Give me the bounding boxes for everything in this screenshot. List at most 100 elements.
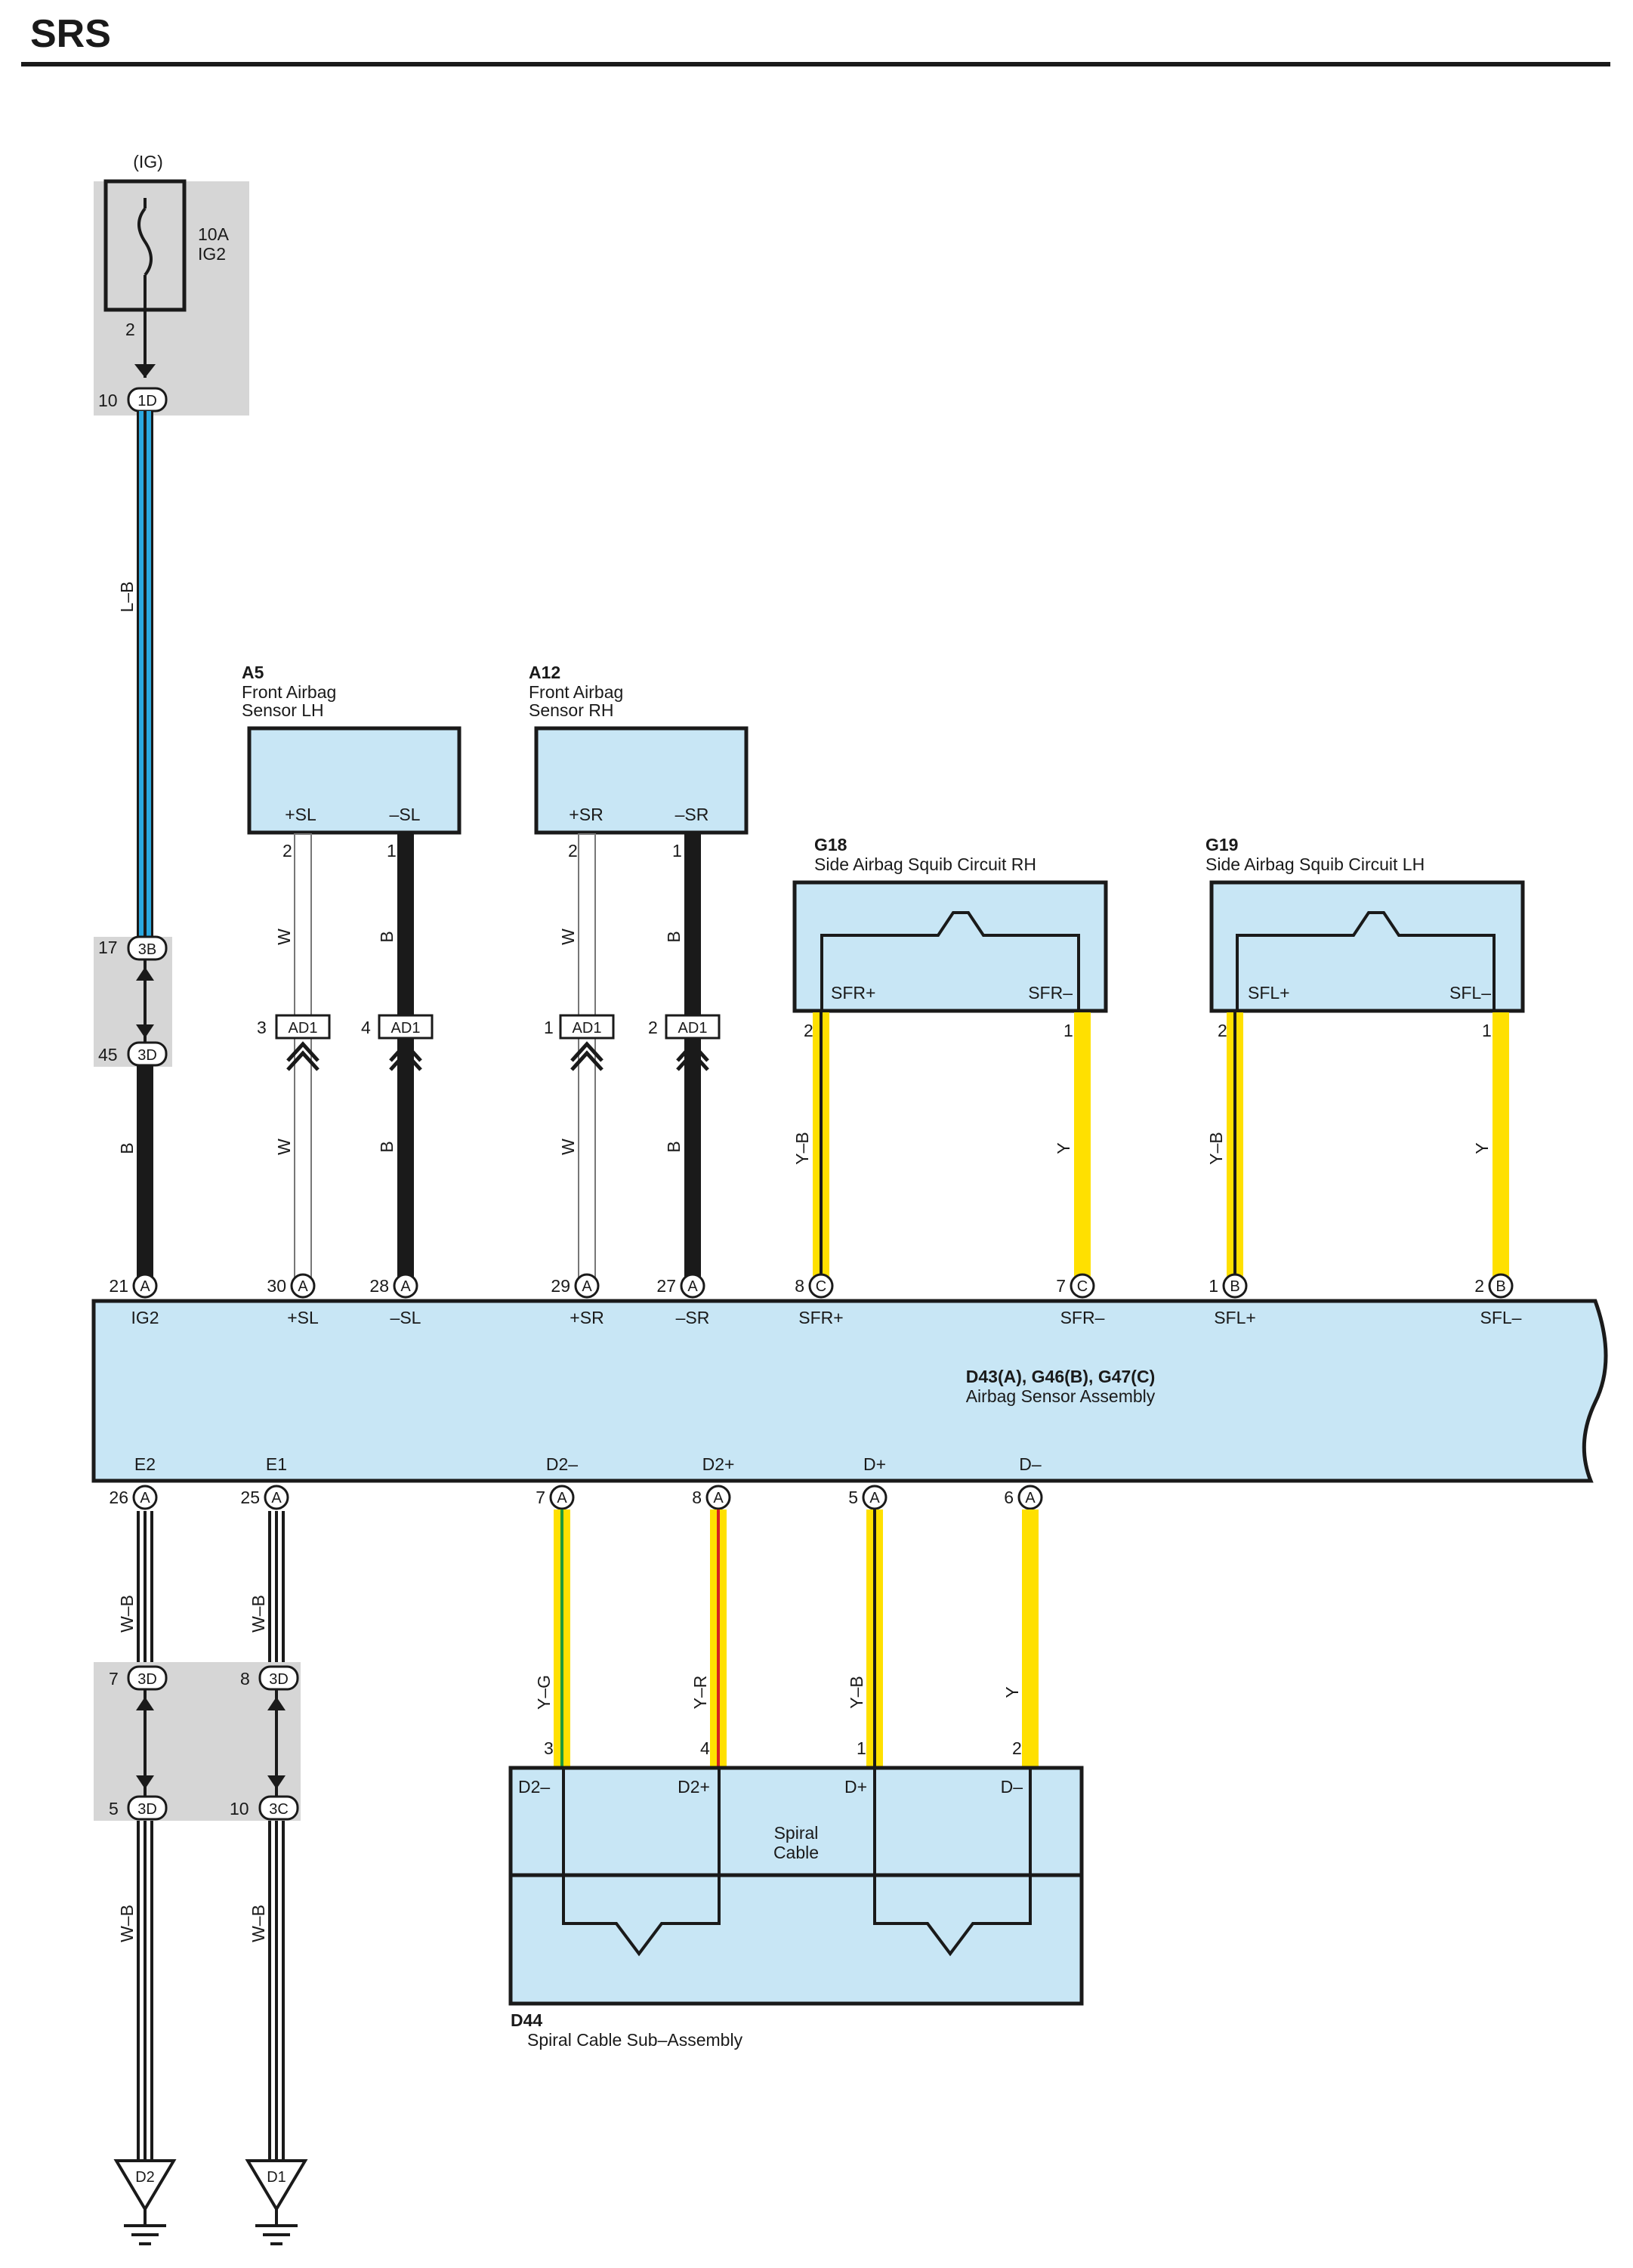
pin-number: 1	[387, 841, 397, 861]
junction-label: 3B	[138, 941, 156, 958]
sensor-rh-name-1: Front Airbag	[529, 682, 623, 702]
fuse-conn-pin: 10	[98, 391, 118, 410]
ecu-terminal-conn: A	[271, 1490, 282, 1506]
ecu-terminal-number: 7	[1056, 1276, 1066, 1296]
squib-rh-plus-pin: SFR+	[831, 983, 875, 1003]
ecu-terminal-conn: A	[869, 1490, 880, 1506]
spiral-name: Spiral Cable Sub–Assembly	[527, 2030, 743, 2050]
ecu-terminal-circle	[264, 1485, 289, 1510]
ground-symbol-icon	[113, 2159, 177, 2245]
spiral-wire-stripe	[560, 1509, 563, 1768]
ecu-terminal-label: E2	[134, 1454, 156, 1474]
fuse-source-label: (IG)	[133, 152, 163, 171]
junction-label: 3D	[137, 1047, 157, 1064]
sensor-rh-box	[534, 726, 749, 835]
spiral-code: D44	[511, 2010, 542, 2030]
squib-rh-name: Side Airbag Squib Circuit RH	[814, 854, 1036, 874]
ecu-terminal-conn: B	[1496, 1278, 1505, 1295]
sensor-lh-code: A5	[242, 663, 264, 682]
ecu-terminal-label: SFR+	[798, 1308, 843, 1327]
sensor-rh-name-2: Sensor RH	[529, 700, 613, 720]
ecu-terminal-conn: A	[713, 1490, 724, 1506]
ecu-terminal-label: –SR	[676, 1308, 710, 1327]
ecu-terminal-conn: A	[582, 1278, 592, 1295]
squib-lh-box	[1209, 880, 1525, 1013]
ground-wires	[137, 1511, 285, 2161]
pin-number: 1	[1063, 1021, 1073, 1040]
wire-color-label: Y	[1054, 1142, 1073, 1154]
wire-color-label: L–B	[117, 582, 137, 613]
ecu-terminal-circle	[808, 1273, 834, 1299]
connector-arrow-icon	[136, 1024, 154, 1038]
spiral-inner-1: Spiral	[774, 1823, 819, 1843]
ecu-terminal-circle	[862, 1485, 888, 1510]
ecu-top-terminals: A21IG2A30+SLA28–SLA29+SRA27–SRC8SFR+C7SF…	[109, 1273, 1522, 1327]
sensor-wires	[294, 833, 701, 1278]
spiral-pin-number: 4	[700, 1738, 710, 1758]
airbag-sensor-assembly-box	[91, 1299, 1608, 1483]
ecu-terminal-conn: C	[1077, 1278, 1088, 1295]
junction-label: 3C	[269, 1801, 289, 1818]
ecu-terminal-conn: A	[557, 1490, 567, 1506]
ecu-terminal-circle	[680, 1273, 705, 1299]
sensor-lh-name-2: Sensor LH	[242, 700, 324, 720]
spiral-loop-icon	[873, 1768, 1032, 1957]
pin-number: 1	[1482, 1021, 1492, 1040]
wire-color-label: B	[377, 931, 397, 942]
ecu-terminal-circle	[290, 1273, 316, 1299]
pin-number: 2	[568, 841, 578, 861]
connector-arrow-icon	[136, 967, 154, 981]
spiral-pin-number: 2	[1012, 1738, 1022, 1758]
wire-color-label: Y–B	[792, 1132, 812, 1164]
squib-rh-element-icon	[820, 911, 1080, 1011]
ecu-terminal-label: SFR–	[1060, 1308, 1105, 1327]
squib-lh-plus-pin: SFL+	[1248, 983, 1290, 1003]
squib-rh-code: G18	[814, 835, 847, 854]
wire-color-label: Y	[1002, 1686, 1022, 1698]
ecu-terminal-number: 2	[1474, 1276, 1484, 1296]
ecu-terminal-conn: B	[1230, 1278, 1239, 1295]
ecu-terminal-conn: A	[1025, 1490, 1036, 1506]
ecu-terminal-number: 29	[551, 1276, 570, 1296]
ecu-terminal-label: +SR	[570, 1308, 604, 1327]
junction-label: 3D	[137, 1671, 157, 1688]
ecu-terminal-conn: A	[400, 1278, 411, 1295]
ecu-terminal-label: D2+	[702, 1454, 735, 1474]
sensor-rh-plus-pin: +SR	[569, 805, 603, 824]
fuse-symbol-icon	[137, 207, 153, 277]
wire-color-label: W	[558, 1139, 578, 1155]
connector-pin: 3	[257, 1018, 267, 1037]
wire-color-label: W	[274, 929, 294, 945]
spiral-pin-label: D2+	[678, 1777, 710, 1797]
wire-color-label: W–B	[248, 1905, 268, 1942]
ecu-terminal-circle	[1488, 1273, 1514, 1299]
connector-pin: 1	[544, 1018, 554, 1037]
ecu-terminal-label: SFL–	[1480, 1308, 1522, 1327]
ecu-terminal-circle	[705, 1485, 731, 1510]
fuse-pin-number: 2	[125, 320, 135, 339]
squib-rh-box	[792, 880, 1108, 1013]
wire-color-label: Y–B	[847, 1676, 866, 1708]
pin-number: 1	[672, 841, 682, 861]
connector-label: AD1	[391, 1020, 421, 1037]
junction-pin: 17	[98, 938, 118, 957]
junction-pin: 45	[98, 1045, 118, 1064]
ad1-connectors	[275, 1014, 721, 1071]
fuse-name: IG2	[198, 244, 226, 264]
sensor-rh-minus-pin: –SR	[675, 805, 709, 824]
ecu-terminal-label: +SL	[287, 1308, 319, 1327]
wire-color-label: W	[274, 1139, 294, 1155]
sensor-lh-box	[247, 726, 462, 835]
junction-label: 3D	[137, 1801, 157, 1818]
wire-color-label: Y–B	[1206, 1132, 1226, 1164]
ecu-terminal-conn: A	[298, 1278, 308, 1295]
ecu-terminal-number: 28	[369, 1276, 389, 1296]
pin-number: 2	[282, 841, 292, 861]
ecu-terminal-label: E1	[266, 1454, 287, 1474]
wire-color-label: Y–R	[690, 1676, 710, 1710]
ecu-terminal-circle	[1222, 1273, 1248, 1299]
wire-color-label: B	[377, 1141, 397, 1152]
wire-color-label: W–B	[117, 1595, 137, 1633]
ecu-terminal-number: 6	[1004, 1488, 1014, 1507]
spiral-pin-label: D–	[1001, 1777, 1023, 1797]
